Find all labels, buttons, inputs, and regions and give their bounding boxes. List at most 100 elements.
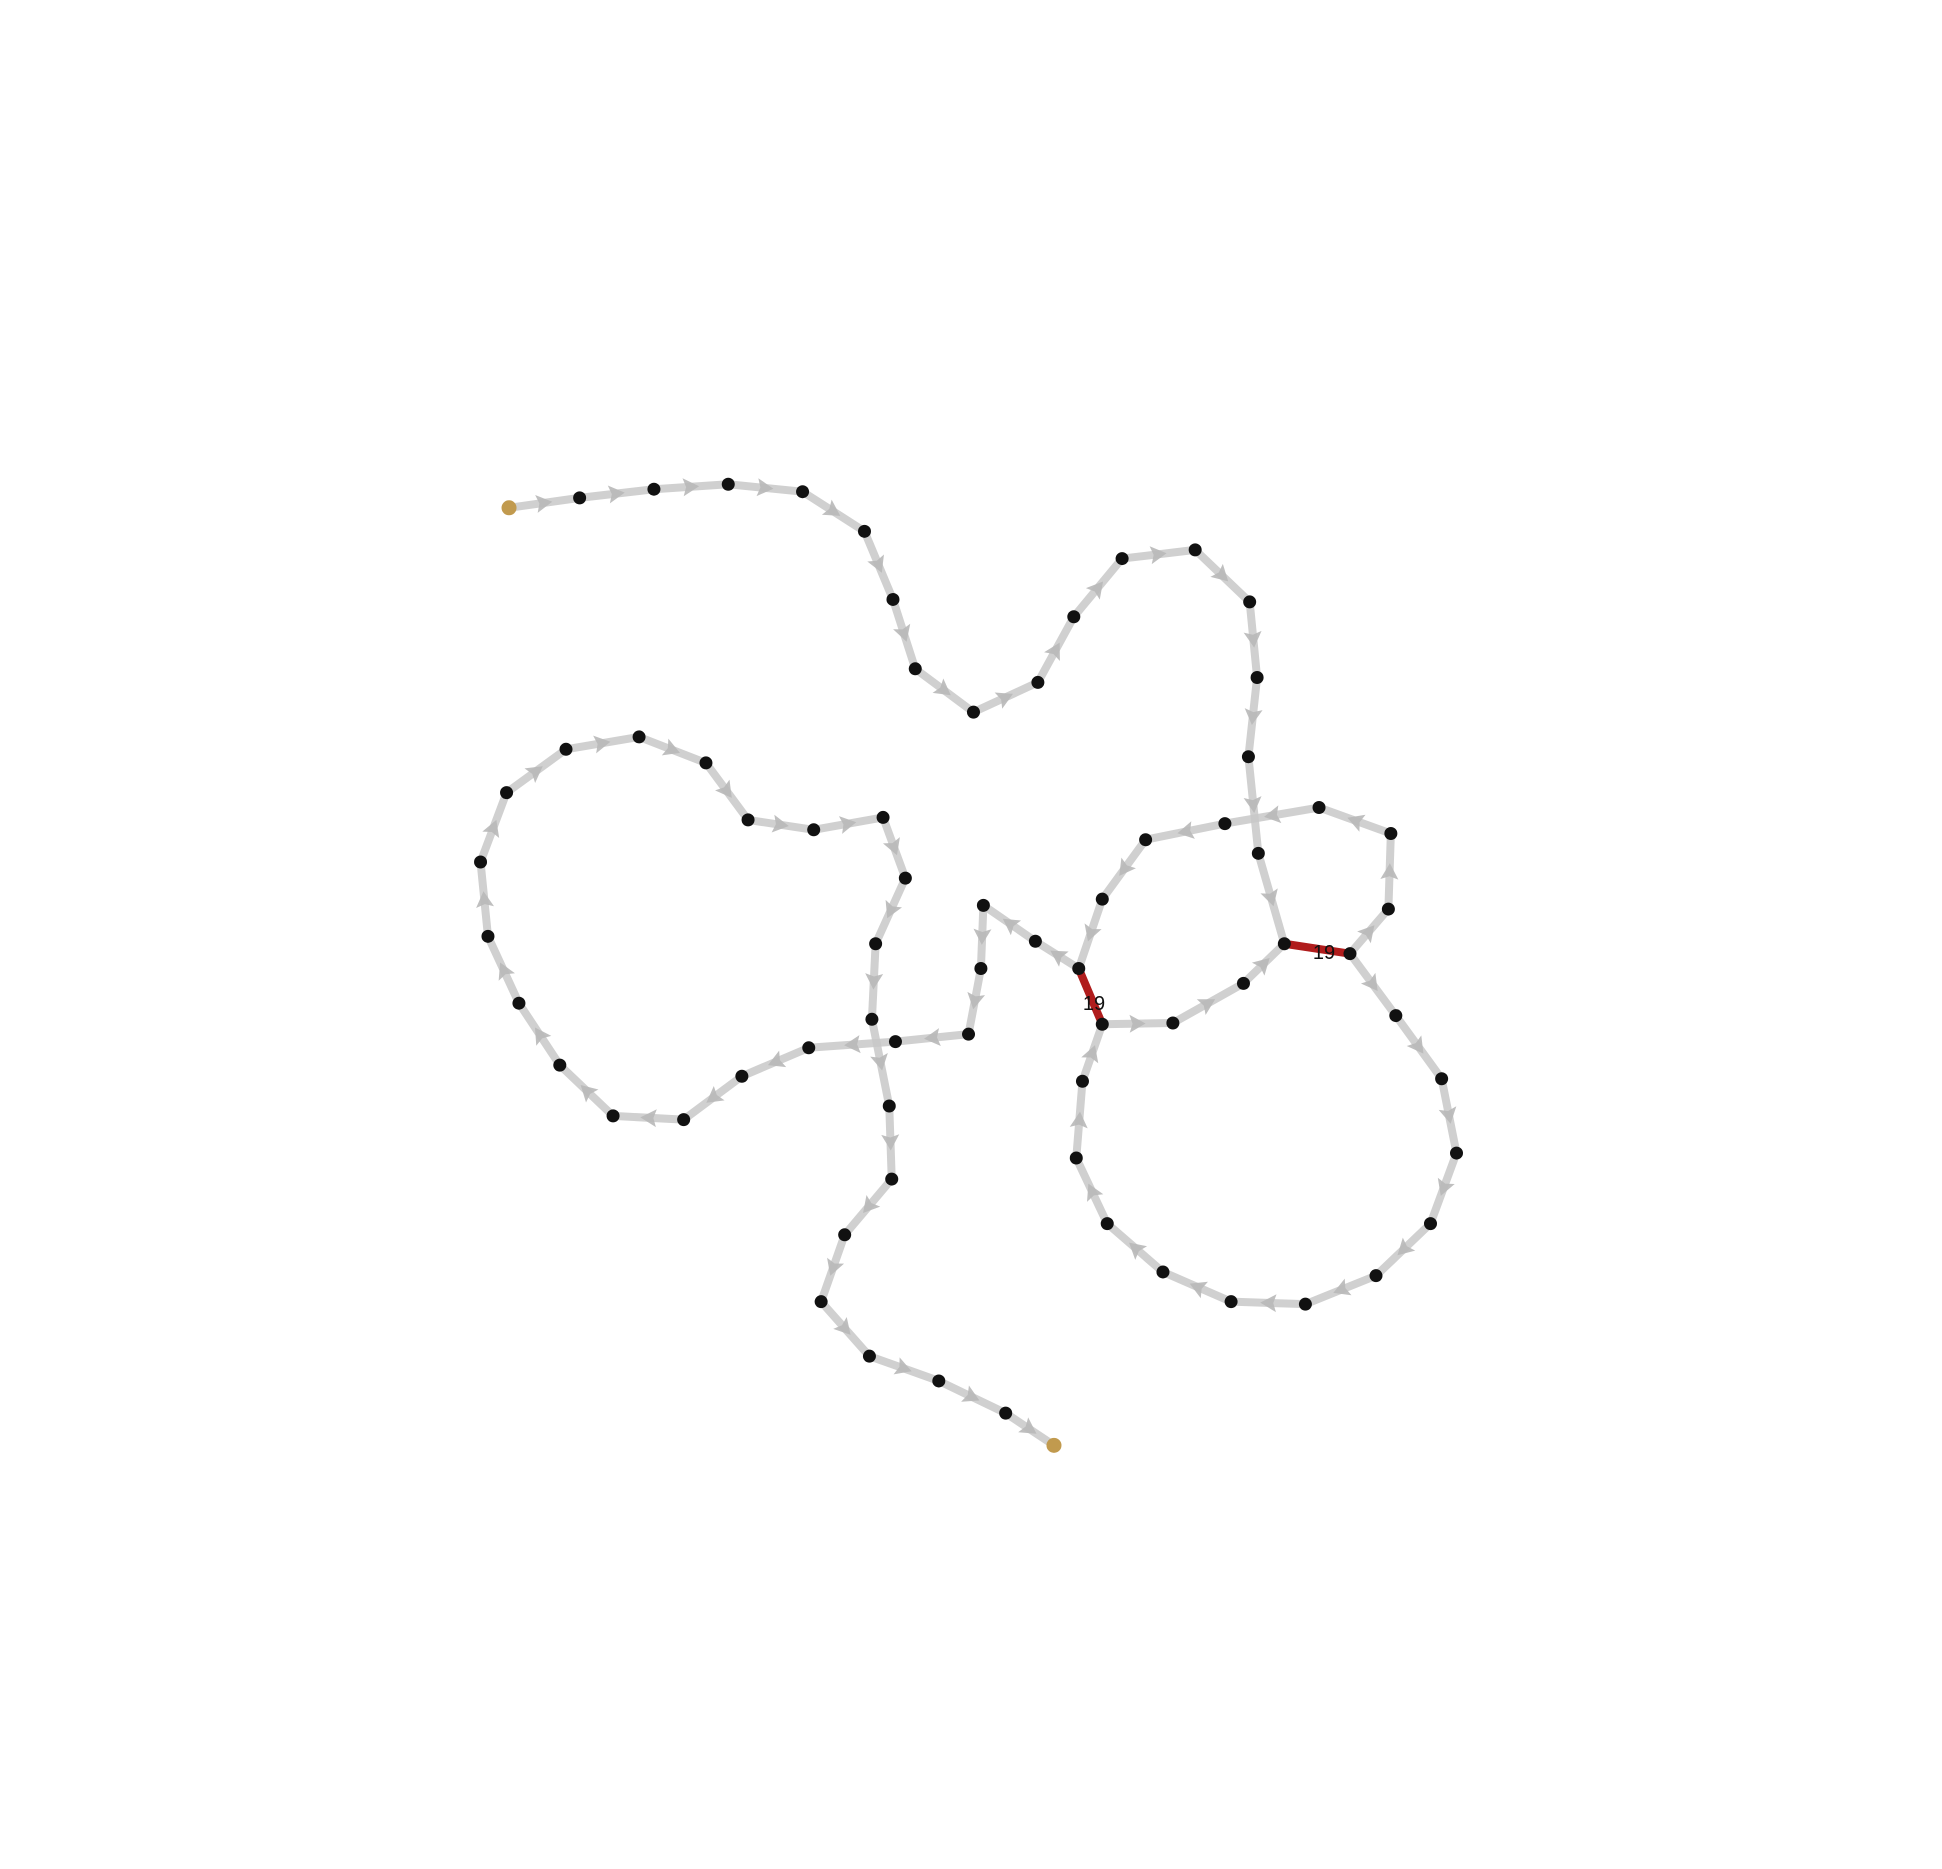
- label-layer: 19 19: [1083, 942, 1335, 1015]
- edge-arrowhead: [1002, 918, 1022, 936]
- graph-node: [1435, 1072, 1449, 1086]
- edge-arrowhead: [476, 891, 495, 909]
- graph-node: [966, 705, 980, 719]
- graph-node: [1423, 1217, 1437, 1231]
- edge-arrowhead: [838, 816, 857, 834]
- edge-arrowhead: [1210, 563, 1229, 582]
- graph-node: [1069, 1151, 1083, 1165]
- graph-node: [1095, 892, 1109, 906]
- edge-arrowhead: [893, 1357, 912, 1375]
- graph-node: [1251, 846, 1265, 860]
- graph-node: [1188, 543, 1202, 557]
- graph-node: [962, 1027, 976, 1041]
- graph-node: [1277, 937, 1291, 951]
- graph-node: [647, 482, 661, 496]
- end-node: [1046, 1437, 1062, 1453]
- graph-node: [1384, 827, 1398, 841]
- graph-node: [1298, 1297, 1312, 1311]
- edge-arrowhead: [893, 623, 911, 642]
- edge-arrowhead: [932, 678, 951, 696]
- graph-node: [474, 855, 488, 869]
- graph-node: [796, 485, 810, 499]
- graph-node: [481, 929, 495, 943]
- edge-arrowhead: [1129, 1242, 1148, 1260]
- graph-node: [1389, 1009, 1403, 1023]
- graph-node: [838, 1228, 852, 1242]
- highlighted-edge: [1280, 939, 1354, 958]
- graph-node: [721, 477, 735, 491]
- graph-node: [862, 1349, 876, 1363]
- graph-node: [1166, 1016, 1180, 1030]
- graph-node: [1100, 1217, 1114, 1231]
- edge-arrowhead: [482, 819, 500, 838]
- edge-arrowhead: [1085, 581, 1104, 600]
- edge-arrowhead: [883, 837, 900, 856]
- edge-arrowhead: [961, 1385, 980, 1402]
- graph-node: [1156, 1265, 1170, 1279]
- arrow-layer: [476, 478, 1457, 1434]
- graph-node: [814, 1295, 828, 1309]
- edge-arrowhead: [706, 1085, 725, 1103]
- edge-arrowhead: [524, 766, 543, 783]
- graph-node: [1381, 902, 1395, 916]
- edge-arrowhead: [1087, 1183, 1104, 1202]
- graph-node: [857, 524, 871, 538]
- edge-arrowhead: [682, 478, 700, 497]
- graph-node: [677, 1113, 691, 1127]
- graph-node: [741, 813, 755, 827]
- graph-node: [1115, 552, 1129, 566]
- graph-node: [1031, 675, 1045, 689]
- graph-node: [888, 1035, 902, 1049]
- graph-node: [606, 1109, 620, 1123]
- graph-node: [500, 786, 514, 800]
- edge-arrowhead: [865, 973, 884, 990]
- graph-node: [1072, 962, 1086, 976]
- edge-arrowhead: [967, 991, 986, 1010]
- highlighted-edge: [1074, 964, 1107, 1029]
- graph-node: [976, 898, 990, 912]
- edge-arrowhead: [640, 1109, 657, 1128]
- edge-arrowhead: [1129, 1014, 1146, 1033]
- graph-node: [1075, 1074, 1089, 1088]
- edge-arrowhead: [833, 1316, 851, 1335]
- graph-node: [1095, 1017, 1109, 1031]
- graph-node: [807, 823, 821, 837]
- edge-arrowhead: [1260, 1294, 1277, 1313]
- edge-arrowhead: [1437, 1177, 1455, 1196]
- edge-arrowhead: [1406, 1035, 1424, 1054]
- graph-node: [974, 962, 988, 976]
- edge-arrowhead: [1189, 1281, 1208, 1299]
- graph-node: [1312, 801, 1326, 815]
- edge-arrowhead: [1243, 796, 1262, 813]
- graph-node: [802, 1041, 816, 1055]
- graph-node: [898, 871, 912, 885]
- graph-node: [1343, 947, 1357, 961]
- edge-arrowhead: [593, 735, 611, 754]
- graph-node: [735, 1069, 749, 1083]
- graph-node: [908, 662, 922, 676]
- edge-arrowhead: [1177, 821, 1195, 839]
- graph-node: [865, 1012, 879, 1026]
- edge-arrowhead: [1244, 708, 1263, 726]
- edge-arrowhead: [870, 1053, 888, 1071]
- edge-arrowhead: [1196, 999, 1216, 1015]
- edge-arrowhead: [1044, 642, 1060, 661]
- edge-arrowhead: [661, 738, 680, 756]
- edge-arrowhead: [607, 485, 625, 504]
- edge-arrowhead: [534, 1027, 552, 1046]
- edge-arrowhead: [771, 814, 789, 833]
- edge-arrowhead: [1149, 546, 1167, 565]
- graph-node: [1224, 1295, 1238, 1309]
- node-layer: [474, 477, 1463, 1453]
- edge-arrowhead: [1119, 857, 1136, 876]
- edge-arrowhead: [1347, 814, 1366, 832]
- edge-arrowhead: [1357, 925, 1375, 944]
- edge-arrowhead: [881, 1134, 900, 1151]
- graph-node: [699, 756, 713, 770]
- edge-arrowhead: [580, 1084, 599, 1103]
- graph-node: [559, 742, 573, 756]
- highlight-layer: [1074, 939, 1354, 1029]
- edge-arrowhead: [1264, 805, 1282, 824]
- edge-arrowhead: [715, 779, 732, 798]
